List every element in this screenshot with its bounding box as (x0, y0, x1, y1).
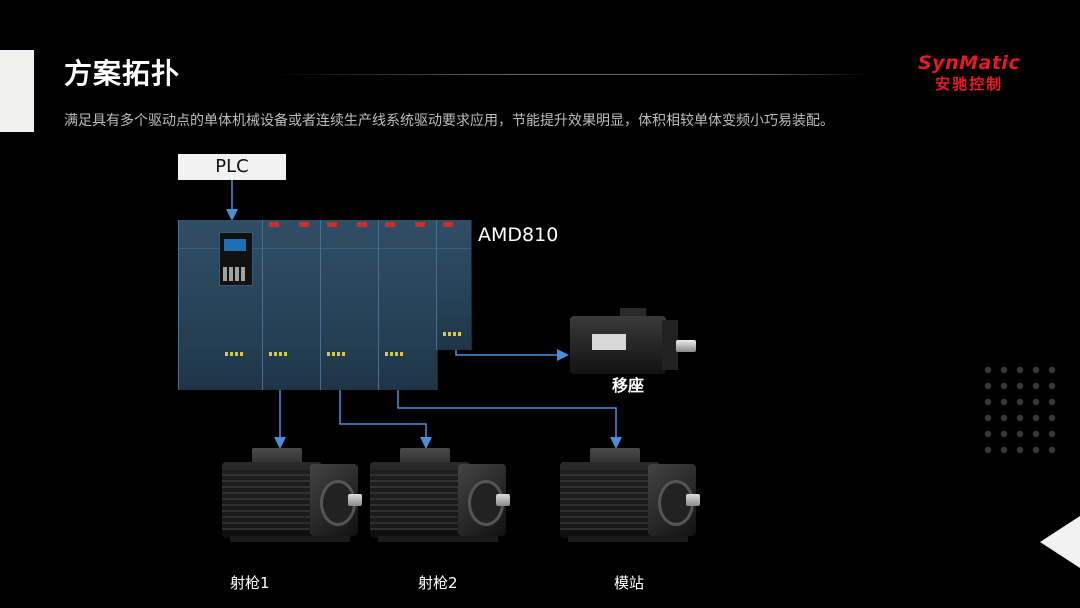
drive-axis-module (378, 220, 438, 390)
motor-3-label: 模站 (614, 574, 645, 592)
plc-box: PLC (178, 154, 286, 180)
drive-rack (178, 220, 472, 390)
drive-main-module (178, 220, 264, 390)
drive-axis-module (320, 220, 380, 390)
brand-logo: SynMatic 安驰控制 (918, 52, 1020, 94)
page-subtitle: 满足具有多个驱动点的单体机械设备或者连续生产线系统驱动要求应用，节能提升效果明显… (64, 113, 834, 129)
servo-motor (570, 308, 700, 378)
servo-motor-label: 移座 (612, 376, 645, 395)
drive-control-panel (219, 232, 253, 286)
next-slide-triangle (1040, 516, 1080, 568)
drive-model-label: AMD810 (478, 224, 559, 246)
title-divider (272, 74, 872, 75)
logo-chinese-name: 安驰控制 (935, 75, 1004, 93)
motor-1-label: 射枪1 (230, 574, 270, 592)
logo-wordmark: SynMatic (918, 52, 1021, 74)
decorative-dot-grid (980, 362, 1060, 462)
nameplate (592, 334, 626, 350)
drive-small-module (436, 220, 472, 350)
left-accent-bar (0, 50, 34, 132)
drive-to-motor2-line (339, 390, 432, 449)
page-title: 方案拓扑 (64, 57, 181, 90)
drive-axis-module (262, 220, 322, 390)
drive-to-motor3-line (397, 390, 622, 449)
motor-2-label: 射枪2 (418, 574, 458, 592)
drive-to-servo-line (455, 340, 569, 361)
